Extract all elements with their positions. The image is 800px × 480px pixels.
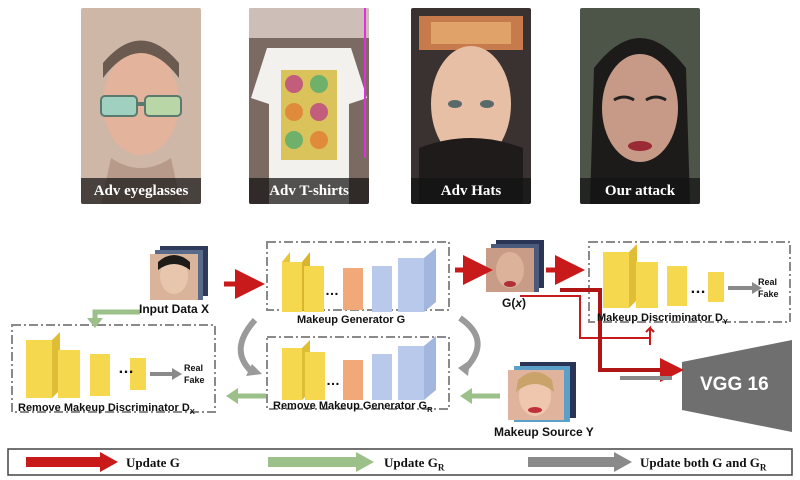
makeup-generator-layers: [282, 248, 436, 312]
makeup-discriminator-layers: [603, 244, 762, 308]
caption-adv-hats: Adv Hats: [411, 178, 531, 204]
photo-adv-tshirts: Adv T-shirts: [249, 8, 369, 204]
gx-face-thumbnails: [486, 240, 544, 292]
photo-our-attack: Our attack: [580, 8, 700, 204]
remove-makeup-generator-label: Remove Makeup Generator GR: [273, 400, 433, 415]
legend-green-arrow: [268, 452, 374, 472]
ellipsis-remove-gen: …: [326, 372, 340, 388]
ellipsis-makeup-gen: …: [325, 282, 339, 298]
remove-makeup-generator-box: [266, 336, 450, 410]
legend-update-g: Update G: [126, 455, 180, 470]
ellipsis-remove-disc: …: [118, 360, 134, 377]
remove-makeup-discriminator-layers: [26, 332, 182, 398]
vgg16-label: VGG 16: [700, 374, 769, 395]
legend-gray-arrow: [528, 452, 632, 472]
face-with-makeup-image: [580, 8, 700, 204]
makeup-generator-label: Makeup Generator G: [297, 314, 406, 326]
curved-arrow-left: [237, 317, 258, 375]
remove-makeup-discriminator-box: [11, 324, 216, 413]
makeup-discriminator-label: Makeup Discriminator DY: [597, 312, 729, 327]
legend-update-both: Update both G and GR: [640, 455, 767, 473]
makeup-discriminator-box: [588, 241, 791, 323]
makeup-source-label: Makeup Source Y: [494, 425, 594, 439]
ellipsis-makeup-disc: …: [690, 280, 706, 297]
gx-label: G(x): [502, 296, 527, 310]
face-with-hat-image: [411, 8, 531, 204]
curved-arrow-right: [458, 315, 481, 371]
legend-update-gr: Update GR: [384, 455, 445, 473]
legend-box: [7, 448, 793, 476]
legend-red-arrow: [26, 452, 118, 472]
makeup-source-thumbnails: [508, 362, 576, 422]
photo-adv-hats: Adv Hats: [411, 8, 531, 204]
arrow-gx-to-vgg: [560, 288, 684, 382]
arrow-input-to-remove-discriminator: [92, 309, 140, 322]
caption-adv-tshirts: Adv T-shirts: [249, 178, 369, 204]
input-data-label: Input Data X: [139, 302, 210, 316]
input-face-thumbnails: [150, 246, 208, 300]
caption-our-attack: Our attack: [580, 178, 700, 204]
vgg16-block: [682, 340, 792, 432]
remove-makeup-generator-layers: [282, 336, 436, 400]
remove-makeup-discriminator-label: Remove Makeup Discriminator DX: [18, 402, 195, 417]
caption-adv-eyeglasses: Adv eyeglasses: [81, 178, 201, 204]
person-in-tshirt-image: [249, 8, 369, 204]
photo-adv-eyeglasses: Adv eyeglasses: [81, 8, 201, 204]
